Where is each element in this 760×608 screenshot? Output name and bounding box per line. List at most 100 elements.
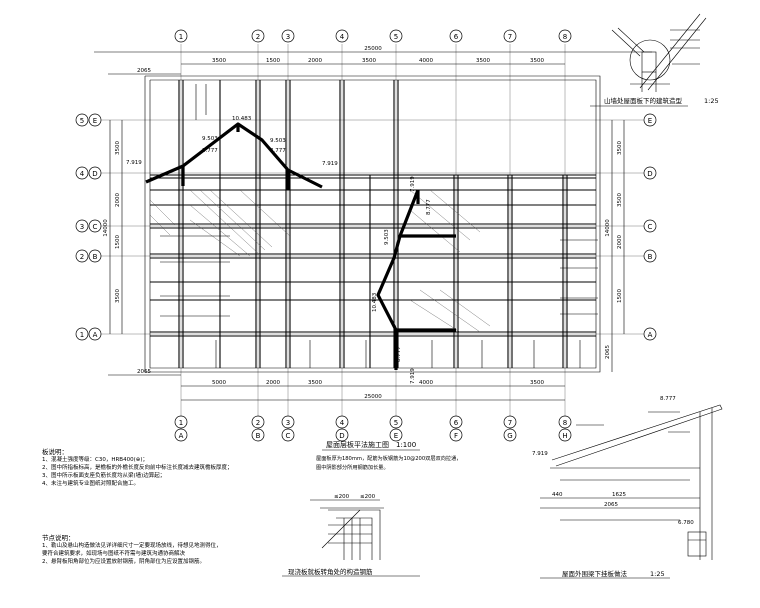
dim-left-total: 14000 <box>103 219 109 237</box>
corner-title: 现浇板就板转角处的构造钢筋 <box>288 567 373 576</box>
col-bottom-label-6: 6 <box>454 419 459 427</box>
col-bottom-label-7: 7 <box>508 419 512 427</box>
dim-left-3: 1500 <box>115 235 121 249</box>
gable-detail-title: 山墙处屋面板下的建筑造型 1:25 <box>604 96 719 105</box>
hatched-zones <box>149 189 491 333</box>
plan-scale: 1:100 <box>396 441 416 449</box>
dim-bottom-4: 4000 <box>419 380 433 386</box>
eave-title: 屋面外围梁下挂板做法 <box>562 569 628 578</box>
row-let-e: E <box>93 117 97 125</box>
col-bottom-label-5: 5 <box>394 419 398 427</box>
rebar-marks <box>160 84 598 368</box>
right-row-b: B <box>648 253 653 261</box>
col-letter-f: F <box>454 432 458 440</box>
dim-top-2: 1500 <box>266 58 280 64</box>
top-dimension-chain <box>94 51 652 75</box>
side-dimension-labels: 3500 2000 1500 3500 14000 3500 3500 2000… <box>103 141 623 359</box>
elev-ridge: 10.483 <box>232 116 252 122</box>
elevation-labels: 10.483 9.503 8.777 7.919 9.503 8.777 7.9… <box>126 116 432 384</box>
gable-title: 山墙处屋面板下的建筑造型 <box>604 96 683 105</box>
bubble-labels: 1 2 3 4 5 6 7 8 1 2 3 4 5 6 7 8 A B C D … <box>80 33 653 440</box>
eave-dim-2065: 2065 <box>604 502 618 508</box>
col-label-7: 7 <box>508 33 512 41</box>
eave-dim-1625: 1625 <box>612 492 626 498</box>
col-label-2: 2 <box>256 33 260 41</box>
right-row-d: D <box>647 170 652 178</box>
col-letter-g: G <box>507 432 512 440</box>
dim-top-7: 3500 <box>530 58 544 64</box>
plan-note-2: 图中阴影部分所用钢筋加长量。 <box>316 463 389 471</box>
dim-ext-bottom-left: 2065 <box>137 369 151 375</box>
row-num-2: 2 <box>80 253 84 261</box>
node-note-3: 2、悬臂板阳角部位为应设置放射钢筋，阴角部位为应设置加钢筋。 <box>42 559 206 565</box>
dim-right-4: 1500 <box>617 289 623 303</box>
col-letter-h: H <box>562 432 567 440</box>
dim-right-2: 3500 <box>617 193 623 207</box>
elev-mid-ridge: 9.503 <box>384 229 390 245</box>
node-notes-heading: 节点说明： <box>42 534 75 542</box>
side-dimension-chains <box>109 120 625 372</box>
eave-detail-title: 屋面外围梁下挂板做法 1:25 <box>562 569 665 578</box>
dim-right-total: 14000 <box>605 219 611 237</box>
dim-ext-top-left: 2065 <box>137 68 151 74</box>
right-row-c: C <box>648 223 653 231</box>
dim-right-ext: 2065 <box>605 345 611 359</box>
eave-dim-440: 440 <box>552 492 563 498</box>
row-let-c: C <box>93 223 98 231</box>
col-label-4: 4 <box>340 33 345 41</box>
elev-mid-low: 8.777 <box>426 199 432 215</box>
plan-title-block: 屋面层板平法施工图 1:100 屋面板厚为180mm，配筋为板钢筋为10@200… <box>316 440 461 471</box>
general-note-3: 3、图中所示板面支座负筋长度均从梁(墙)边算起； <box>42 473 166 479</box>
dim-top-6: 3500 <box>476 58 490 64</box>
node-note-1: 1、勒山及悬山构造做法见详详细尺寸一定要现场放线，待想见地测得位， <box>42 543 222 549</box>
elev-mid-1: 9.503 <box>270 138 286 144</box>
row-bubbles-left <box>75 113 102 341</box>
row-num-4: 4 <box>80 170 85 178</box>
general-note-4: 4、未注与建筑专业图纸对照配合施工。 <box>42 481 140 487</box>
elev-e1: 9.503 <box>202 136 218 142</box>
bottom-dimension-chain <box>108 374 565 401</box>
elev-mid-2: 8.777 <box>270 148 286 154</box>
corner-detail-labels: ≤200 ≤200 <box>334 494 376 500</box>
right-row-e: E <box>648 117 652 125</box>
corner-detail-title: 现浇板就板转角处的构造钢筋 <box>288 567 373 576</box>
elev-top-right: 7.919 <box>410 176 416 192</box>
col-letter-b: B <box>256 432 261 440</box>
elev-left: 7.919 <box>126 160 142 166</box>
node-note-2: 要符合建筑要求，如现场与图纸不符需与建筑沟通协商解决 <box>42 551 186 557</box>
elev-bottom-left: 8.777 <box>396 346 402 362</box>
row-num-1: 1 <box>80 331 84 339</box>
col-label-5: 5 <box>394 33 398 41</box>
eave-elev-low: 6.780 <box>678 520 694 526</box>
eave-detail <box>540 404 723 579</box>
col-label-6: 6 <box>454 33 459 41</box>
elev-bottom-right: 7.919 <box>410 368 416 384</box>
general-notes-heading: 板说明： <box>42 448 68 456</box>
beam-lines <box>150 80 596 368</box>
dim-top-4: 3500 <box>362 58 376 64</box>
general-note-1: 1、混凝土强度等级：C30，HRB400(⊕)； <box>42 457 148 463</box>
eave-scale: 1:25 <box>650 570 665 578</box>
row-let-b: B <box>93 253 98 261</box>
col-label-8: 8 <box>563 33 567 41</box>
dim-bottom-5: 3500 <box>530 380 544 386</box>
elev-right: 7.919 <box>322 161 338 167</box>
gable-scale: 1:25 <box>704 97 719 105</box>
dim-left-4: 3500 <box>115 289 121 303</box>
col-bottom-label-8: 8 <box>563 419 567 427</box>
dim-top-5: 4000 <box>419 58 433 64</box>
elev-low-ridge: 10.483 <box>372 292 378 312</box>
plan-note-1: 屋面板厚为180mm，配筋为板钢筋为10@200双层双向拉通， <box>316 454 461 462</box>
general-notes: 板说明： 1、混凝土强度等级：C30，HRB400(⊕)； 2、图中所指板标高，… <box>42 448 233 488</box>
col-letter-d: D <box>339 432 344 440</box>
dim-top-1: 3500 <box>212 58 226 64</box>
row-bubbles-right <box>643 113 657 341</box>
elev-e2: 8.777 <box>202 148 218 154</box>
eave-elev-top: 8.777 <box>660 396 676 402</box>
eave-detail-labels: 8.777 7.919 6.780 440 1625 2065 <box>532 396 694 526</box>
row-let-d: D <box>92 170 97 178</box>
dim-left-1: 3500 <box>115 141 121 155</box>
column-bubbles-bottom <box>174 415 572 442</box>
col-bottom-label-3: 3 <box>286 419 290 427</box>
